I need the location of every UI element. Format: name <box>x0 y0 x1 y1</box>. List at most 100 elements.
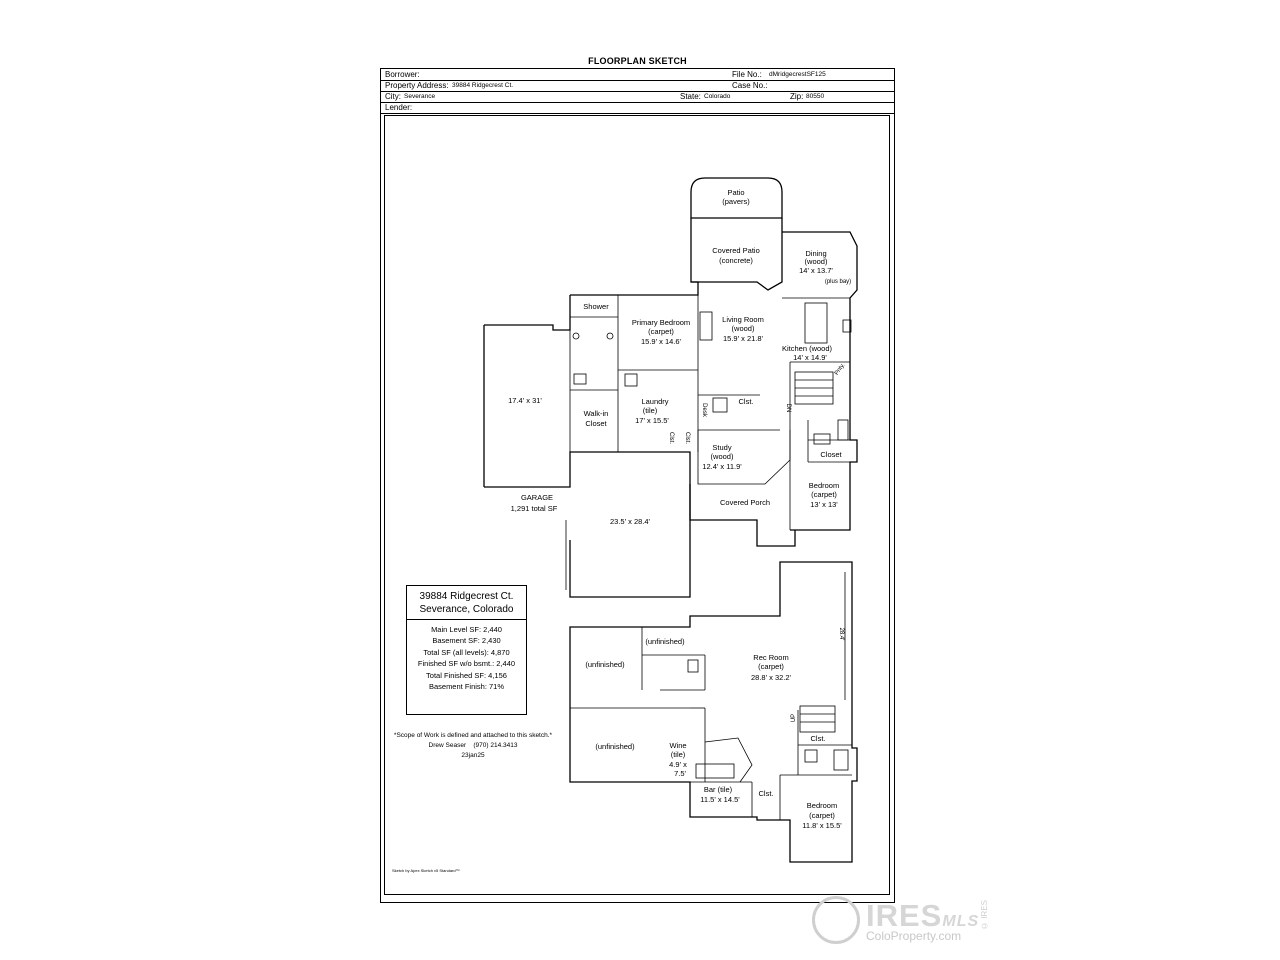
dining-outline <box>782 231 858 345</box>
primary-bedroom-material: (carpet) <box>648 327 674 336</box>
primary-bedroom-size: 15.9' x 14.6' <box>641 337 682 346</box>
rec-room-dimension: 28.4' <box>838 628 844 641</box>
ires-watermark: IRESMLS ColoProperty.com © IRES <box>812 896 1012 946</box>
tub-icon <box>573 373 587 385</box>
kitchen-island <box>804 302 828 344</box>
borrower-label: Borrower: <box>385 70 420 79</box>
patio-label: Patio <box>727 188 744 197</box>
unfinished-bottom-label: (unfinished) <box>595 742 635 751</box>
study-material: (wood) <box>711 452 734 461</box>
living-room-size: 15.9' x 21.8' <box>723 334 764 343</box>
wine-size: 4.9' x <box>669 760 687 769</box>
rec-room-size: 28.8' x 32.2' <box>751 673 792 682</box>
bedroom-closet-label: Closet <box>820 450 842 459</box>
rec-room-label: Rec Room <box>753 653 788 662</box>
laundry-label: Laundry <box>641 397 668 406</box>
unfinished-left-label: (unfinished) <box>585 660 625 669</box>
study-label: Study <box>712 443 731 452</box>
sheet-title: FLOORPLAN SKETCH <box>588 56 687 66</box>
bar-counter <box>695 763 735 779</box>
garage-label: GARAGE <box>521 493 553 502</box>
wine-outline <box>704 737 753 783</box>
shower-icon <box>837 419 849 441</box>
wine-label: Wine <box>669 741 686 750</box>
toilet-icon <box>572 332 580 340</box>
author-name: Drew Seaser <box>428 742 467 749</box>
property-value: 39884 Ridgecrest Ct. <box>452 82 514 89</box>
watermark-site: ColoProperty.com <box>866 929 962 943</box>
bar-closet-label: Clst. <box>759 789 774 798</box>
laundry-size: 17' x 15.5' <box>635 416 669 425</box>
dining-material: (wood) <box>805 257 828 266</box>
summary-basement: Basement SF: 2,430 <box>432 636 501 646</box>
laundry-closet-label-2: Clst. <box>684 432 690 444</box>
summary-stats: Main Level SF: 2,440 Basement SF: 2,430 … <box>407 620 526 692</box>
basement-closet-label: Clst. <box>811 734 826 743</box>
property-label: Property Address: <box>385 81 449 90</box>
bedroom-material: (carpet) <box>811 490 837 499</box>
scope-text: *Scope of Work is defined and attached t… <box>393 732 553 739</box>
bar-label: Bar (tile) <box>704 785 733 794</box>
toilet-icon <box>687 659 699 673</box>
watermark-brand: IRESMLS <box>866 898 980 933</box>
laundry-material: (tile) <box>643 406 658 415</box>
living-room-material: (wood) <box>732 324 755 333</box>
dining-label: Dining <box>805 249 826 258</box>
drawing-area <box>384 115 890 895</box>
bedroom-wing-outline <box>570 281 699 296</box>
zip-value: 80550 <box>806 93 825 100</box>
toilet-icon <box>712 397 728 413</box>
bar-size: 11.5' x 14.5' <box>700 795 740 804</box>
range-icon <box>842 319 852 333</box>
city-value: Severance <box>404 93 436 100</box>
case-no-label: Case No.: <box>732 81 768 90</box>
living-room-label: Living Room <box>722 315 764 324</box>
file-no-value: dMridgecrestSF125 <box>769 71 826 78</box>
watermark-vertical: © IRES <box>980 900 989 930</box>
bath-fixture-icon <box>813 433 831 445</box>
shower-label: Shower <box>583 302 609 311</box>
washer-icon <box>624 373 638 387</box>
garage-upper-outline <box>484 295 571 331</box>
file-no-label: File No.: <box>732 70 762 79</box>
floorplan-sheet: Borrower: File No.: dMridgecrestSF125 Pr… <box>380 68 895 903</box>
zip-label: Zip: <box>790 92 804 101</box>
summary-total-finished: Total Finished SF: 4,156 <box>426 670 507 680</box>
header-row-city: City: Severance State: Colorado Zip: 805… <box>381 91 894 103</box>
kitchen-size: 14' x 14.9' <box>793 353 827 362</box>
basement-outline <box>569 561 858 863</box>
ires-logo-icon <box>812 896 860 944</box>
desk-label: Desk <box>701 403 707 418</box>
patio-material: (pavers) <box>722 197 750 206</box>
author-phone: (970) 214.3413 <box>473 742 518 749</box>
patio-outline <box>690 177 783 219</box>
covered-patio-material: (concrete) <box>719 256 753 265</box>
author-line: Drew Seaser (970) 214.3413 <box>388 741 558 751</box>
summary-finished-wo-bsmt: Finished SF w/o bsmt.: 2,440 <box>417 659 516 669</box>
stairs-up-label: UP <box>791 714 797 722</box>
stairs-down-label: DN <box>785 404 791 413</box>
basement-bedroom-label: Bedroom <box>807 801 837 810</box>
header-row-borrower: Borrower: File No.: dMridgecrestSF125 <box>381 69 894 81</box>
dining-note: (plus bay) <box>825 279 851 285</box>
summary-address-line1: 39884 Ridgecrest Ct. <box>419 591 514 602</box>
covered-porch-label: Covered Porch <box>720 498 770 507</box>
basement-bedroom-size: 11.8' x 15.5' <box>802 821 842 830</box>
pantry-label: Pnty. <box>834 362 847 377</box>
walkin-label-2: Closet <box>585 419 607 428</box>
garage-upper-size: 17.4' x 31' <box>508 396 542 405</box>
garage-lower-outline <box>484 451 691 598</box>
scope-note: *Scope of Work is defined and attached t… <box>388 731 558 761</box>
garage-total: 1,291 total SF <box>511 504 558 513</box>
header-row-lender: Lender: <box>381 102 894 114</box>
laundry-closet-label: Clst. <box>668 432 674 444</box>
walkin-label: Walk-in <box>584 409 609 418</box>
porch-outline <box>689 484 796 547</box>
kitchen-label: Kitchen (wood) <box>782 344 833 353</box>
basement-bedroom-material: (carpet) <box>809 811 835 820</box>
shower-icon <box>833 749 849 771</box>
rec-room-material: (carpet) <box>758 662 784 671</box>
covered-patio-outline <box>690 218 783 291</box>
city-label: City: <box>385 92 401 101</box>
